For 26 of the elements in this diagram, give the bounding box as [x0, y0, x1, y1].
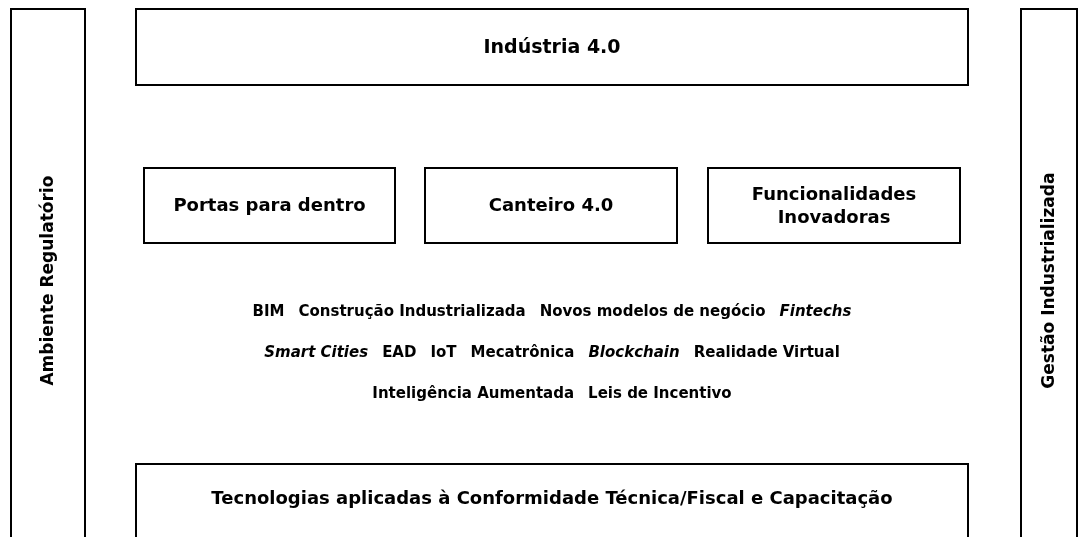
text-box	[1020, 8, 1078, 537]
technology-term: Smart Cities	[264, 342, 369, 363]
box-label: Funcionalidades Inovadoras	[750, 183, 918, 228]
box-label: Tecnologias aplicadas à Conformidade Técnica/Fiscal e Capacitação	[210, 487, 894, 510]
box-label: Gestão Industrializada	[1038, 172, 1060, 389]
technology-term: Inteligência Aumentada	[372, 383, 575, 404]
technology-term: Novos modelos de negócio	[539, 301, 766, 322]
box-label: Portas para dentro	[172, 194, 367, 217]
text-box	[10, 8, 86, 537]
technology-term: Mecatrônica	[470, 342, 575, 363]
technology-term: Blockchain	[588, 342, 680, 363]
technology-term: Realidade Virtual	[693, 342, 840, 363]
text-box	[143, 167, 396, 244]
technology-term: BIM	[252, 301, 285, 322]
box-label: Ambiente Regulatório	[37, 175, 59, 386]
box-label: Indústria 4.0	[482, 35, 622, 59]
technology-term: Leis de Incentivo	[588, 383, 732, 404]
text-box	[135, 8, 969, 86]
technology-term: Fintechs	[779, 301, 852, 322]
text-box	[135, 463, 969, 537]
technology-term: IoT	[430, 342, 457, 363]
technology-term: Construção Industrializada	[298, 301, 526, 322]
text-box	[707, 167, 961, 244]
text-box	[424, 167, 678, 244]
box-label: Canteiro 4.0	[487, 194, 615, 217]
technology-term: EAD	[382, 342, 417, 363]
